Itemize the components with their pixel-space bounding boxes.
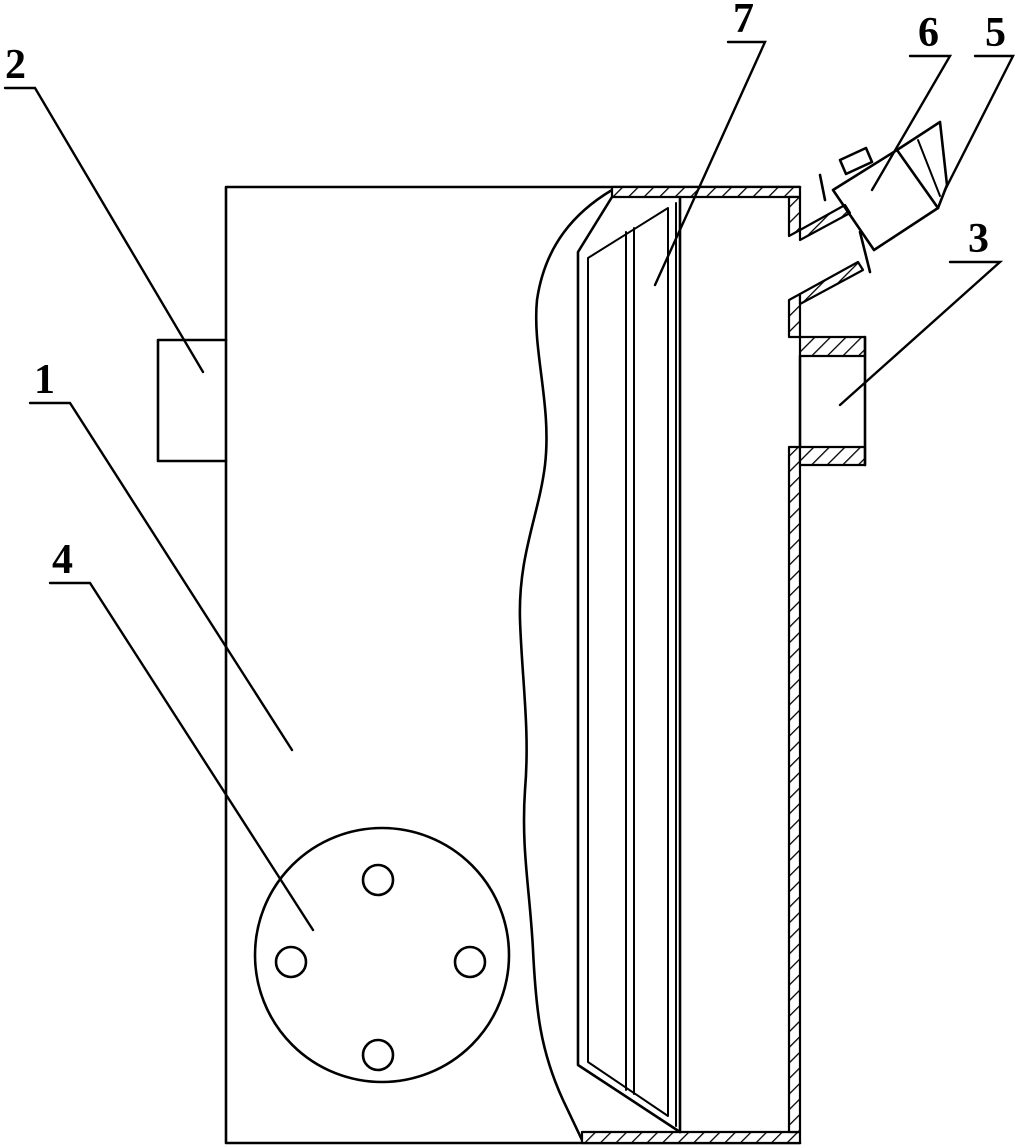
left-port bbox=[156, 338, 228, 463]
flange-hole bbox=[361, 863, 395, 897]
label-5: 5 bbox=[985, 10, 1006, 56]
right-wall-mid bbox=[787, 292, 802, 339]
filter-element bbox=[576, 195, 682, 1134]
base-flange bbox=[253, 826, 511, 1084]
inlet-nozzle bbox=[798, 120, 949, 306]
label-6: 6 bbox=[918, 10, 939, 56]
label-3: 3 bbox=[968, 216, 989, 262]
flange-hole bbox=[453, 945, 487, 979]
label-2: 2 bbox=[5, 42, 26, 88]
bottom-wall-section bbox=[580, 1130, 802, 1145]
flange-hole bbox=[274, 945, 308, 979]
top-wall-section bbox=[610, 185, 802, 199]
flange-hole bbox=[361, 1038, 395, 1072]
label-4: 4 bbox=[52, 537, 73, 583]
right-wall-upper bbox=[787, 195, 802, 238]
housing-body bbox=[224, 185, 802, 1145]
outlet-pipe bbox=[798, 335, 867, 467]
right-wall-lower bbox=[787, 445, 802, 1134]
leader-lines bbox=[3, 40, 1015, 932]
label-1: 1 bbox=[34, 357, 55, 403]
cutaway-break-line bbox=[518, 188, 614, 1142]
label-7: 7 bbox=[733, 0, 754, 42]
